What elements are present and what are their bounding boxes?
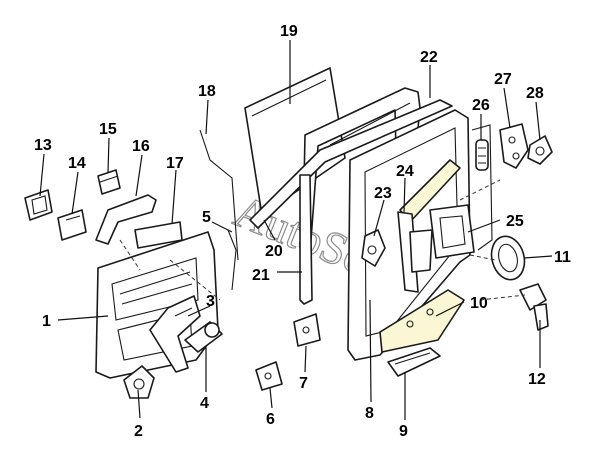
part-21-channel-strip [299, 174, 313, 305]
part-6-hinge [255, 361, 283, 391]
part-11-handle-bezel [490, 235, 526, 281]
callout-2: 2 [134, 423, 143, 440]
part-28-striker [527, 135, 553, 165]
callout-22: 22 [420, 49, 438, 66]
callout-19: 19 [280, 23, 298, 40]
part-27-door-hinge [499, 123, 529, 169]
part-2-escutcheon [123, 365, 155, 399]
callout-18: 18 [198, 83, 216, 100]
part-4-window-winder [184, 321, 223, 353]
part-17-armrest-bracket [134, 221, 183, 249]
part-16-grab-handle [95, 194, 157, 245]
callout-26: 26 [472, 97, 490, 114]
callout-16: 16 [132, 138, 150, 155]
part-7-hinge-half [293, 313, 321, 347]
callout-labels: 1 2 3 4 5 6 7 8 9 10 11 12 13 14 15 16 1… [34, 23, 571, 440]
callout-9: 9 [399, 423, 408, 440]
callout-25: 25 [506, 213, 524, 230]
callout-12: 12 [528, 371, 546, 388]
callout-4: 4 [200, 395, 209, 412]
part-13-clip [24, 189, 53, 221]
part-24-regulator-arm [397, 159, 461, 293]
part-19-window-glass [244, 67, 346, 216]
part-12-lock-cylinder [519, 283, 549, 331]
part-5-rod [227, 229, 237, 291]
callout-11: 11 [554, 249, 571, 266]
callout-10: 10 [470, 295, 488, 312]
callout-15: 15 [99, 121, 117, 138]
part-1-trim-panel [95, 231, 219, 379]
callout-6: 6 [266, 411, 275, 428]
callout-7: 7 [299, 375, 308, 392]
callout-24: 24 [396, 163, 414, 180]
callout-27: 27 [494, 71, 512, 88]
callout-21: 21 [252, 267, 270, 284]
callout-17: 17 [166, 155, 184, 172]
assembly-guide-lines [119, 179, 526, 301]
part-10-cover-plate [379, 289, 465, 353]
part-9-outer-handle [387, 347, 441, 377]
callout-8: 8 [365, 405, 374, 422]
callout-23: 23 [374, 185, 392, 202]
part-20-glass-channel [249, 99, 453, 229]
part-26-hinge-pin [475, 139, 489, 171]
callout-28: 28 [526, 85, 544, 102]
callout-1: 1 [42, 313, 51, 330]
callout-13: 13 [34, 137, 52, 154]
part-15-cap [97, 169, 121, 195]
callout-20: 20 [265, 243, 283, 260]
leader-lines [39, 40, 553, 420]
callout-5: 5 [202, 209, 211, 226]
part-25-lock-housing [429, 204, 475, 259]
part-18-linkage-rod [199, 129, 239, 261]
callout-3: 3 [206, 293, 215, 310]
callout-14: 14 [68, 155, 86, 172]
part-3-regulator-crank [149, 295, 201, 373]
part-14-bracket [57, 209, 87, 241]
